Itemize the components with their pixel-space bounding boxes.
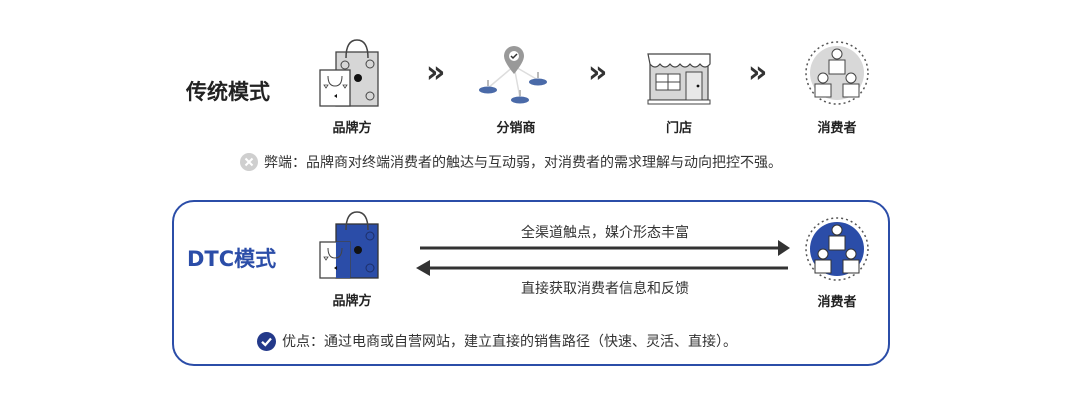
dtc-mode-title: DTC模式 [187, 247, 277, 271]
chevron-right-icon: » [426, 55, 446, 90]
node-label-brand: 品牌方 [332, 121, 372, 136]
advantage-note: 优点：通过电商或自营网站，建立直接的销售路径（快速、灵活、直接）。 [257, 331, 737, 351]
dtc-consumer-label: 消费者 [817, 295, 857, 310]
traditional-mode-title: 传统模式 [186, 80, 270, 104]
dtc-brand-label: 品牌方 [332, 294, 372, 309]
consumer-group-icon [804, 216, 870, 286]
x-circle-icon [240, 153, 258, 171]
drawback-text: 弊端：品牌商对终端消费者的触达与互动弱，对消费者的需求理解与动向把控不强。 [264, 155, 782, 171]
chevron-right-icon: » [748, 55, 768, 90]
bidirectional-arrows [416, 240, 790, 276]
forward-flow-text: 全渠道触点，媒介形态丰富 [521, 225, 689, 241]
shopping-bags-icon [318, 210, 384, 286]
node-label-consumer: 消费者 [817, 121, 857, 136]
backward-flow-text: 直接获取消费者信息和反馈 [521, 281, 689, 297]
distribution-network-icon [476, 44, 552, 110]
advantage-text: 优点：通过电商或自营网站，建立直接的销售路径（快速、灵活、直接）。 [282, 334, 737, 350]
check-circle-icon [257, 331, 276, 351]
node-label-store: 门店 [665, 121, 692, 136]
drawback-note: 弊端：品牌商对终端消费者的触达与互动弱，对消费者的需求理解与动向把控不强。 [240, 152, 782, 172]
dtc-mode-panel [172, 200, 890, 366]
chevron-right-icon: » [588, 55, 608, 90]
storefront-icon [646, 50, 712, 110]
consumer-group-icon [804, 40, 870, 110]
shopping-bags-icon [318, 38, 384, 114]
node-label-distributor: 分销商 [496, 121, 536, 136]
